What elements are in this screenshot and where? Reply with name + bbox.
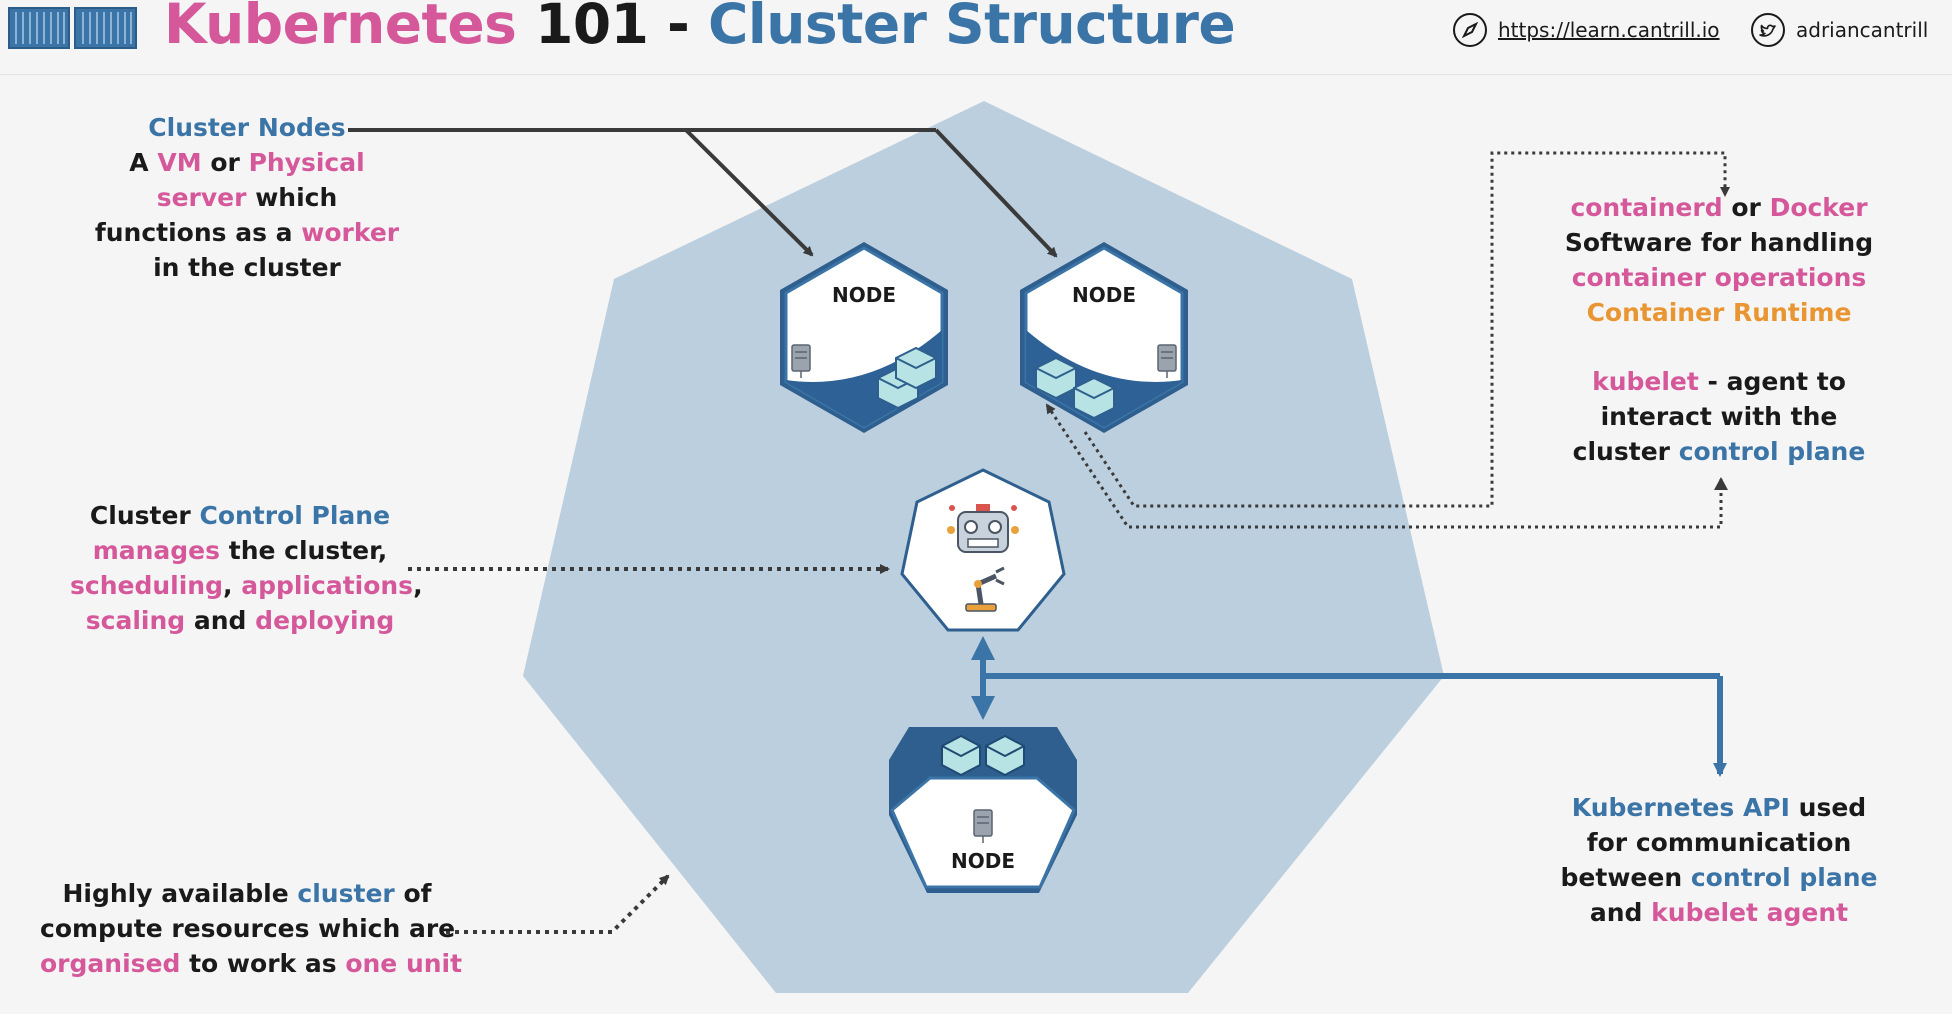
robotic-arm-icon <box>965 566 1005 612</box>
container-cubes-icon <box>877 346 937 410</box>
cp-text: and <box>193 606 247 635</box>
node-2-label: NODE <box>1072 283 1136 307</box>
cp-text: Cluster <box>89 501 191 530</box>
cp-text: , <box>222 571 233 600</box>
api-text: and <box>1589 898 1643 927</box>
kb-text: interact with the <box>1600 402 1838 431</box>
server-icon <box>973 809 993 843</box>
twitter-link[interactable]: adriancantrill <box>1750 12 1928 48</box>
api-text: control plane <box>1690 863 1878 892</box>
kb-text: - agent to <box>1707 367 1846 396</box>
cn-text: or <box>210 148 240 177</box>
cp-text: deploying <box>255 606 395 635</box>
node-1-label: NODE <box>832 283 896 307</box>
kb-text: cluster <box>1572 437 1670 466</box>
page-title: Kubernetes 101 - Cluster Structure <box>164 0 1236 56</box>
twitter-bird-icon <box>1751 13 1785 47</box>
kubelet-pointer <box>1045 403 1723 529</box>
cn-text: in the cluster <box>153 253 341 282</box>
worker-node-2: NODE <box>1020 242 1188 433</box>
container-cubes-icon <box>1035 356 1115 420</box>
cl-text: of <box>403 879 432 908</box>
robot-icon <box>947 504 1019 553</box>
cp-text: the cluster, <box>228 536 388 565</box>
kb-text: control plane <box>1678 437 1866 466</box>
node-3-label: NODE <box>951 849 1015 873</box>
cp-text: scaling <box>85 606 186 635</box>
title-kubernetes: Kubernetes <box>164 0 517 56</box>
api-text: for communication <box>1586 828 1852 857</box>
cp-text: scheduling <box>70 571 223 600</box>
api-text: kubelet agent <box>1651 898 1849 927</box>
server-icon <box>791 344 811 378</box>
cp-text: applications <box>241 571 414 600</box>
cn-text: Nodes <box>257 113 346 142</box>
container-runtime-annotation: containerd or Docker Software for handli… <box>1554 190 1884 330</box>
rt-text: containerd <box>1570 193 1723 222</box>
cn-text: worker <box>301 218 400 247</box>
twitter-handle[interactable]: adriancantrill <box>1796 18 1929 42</box>
cl-text: compute resources which are <box>40 914 456 943</box>
cluster-nodes-arrows <box>348 128 1058 258</box>
kubernetes-api-lines <box>980 655 1727 777</box>
control-plane-annotation: Cluster Control Plane manages the cluste… <box>70 498 423 638</box>
api-text: between <box>1560 863 1683 892</box>
control-plane-node <box>900 468 1066 632</box>
title-dash: - <box>667 0 690 56</box>
kubelet-annotation: kubelet - agent to interact with the clu… <box>1554 364 1884 469</box>
container-cubes-icon <box>941 734 1025 777</box>
kb-text: kubelet <box>1592 367 1699 396</box>
cluster-nodes-annotation: Cluster Nodes A VM or Physical server wh… <box>86 110 408 285</box>
cl-text: to work as <box>189 949 337 978</box>
cluster-annotation: Highly available cluster of compute reso… <box>40 876 462 981</box>
api-arrow-down <box>971 696 995 720</box>
worker-node-3: NODE <box>889 727 1077 893</box>
cn-text: Cluster <box>148 113 250 142</box>
rt-text: or <box>1731 193 1761 222</box>
cp-text: Control Plane <box>199 501 391 530</box>
rt-text: container operations <box>1571 263 1867 292</box>
cl-text: one unit <box>345 949 463 978</box>
worker-node-1: NODE <box>780 242 948 433</box>
website-url[interactable]: https://learn.cantrill.io <box>1498 18 1720 42</box>
server-icon <box>1157 344 1177 378</box>
cp-text: manages <box>92 536 221 565</box>
cn-text: VM <box>157 148 202 177</box>
shipping-container-logo-icon <box>8 7 137 49</box>
cluster-pointer <box>446 874 670 934</box>
cp-text: , <box>413 571 423 600</box>
cn-text: which <box>255 183 338 212</box>
api-text: used <box>1798 793 1867 822</box>
header-bar: Kubernetes 101 - Cluster Structure https… <box>0 0 1952 75</box>
compass-icon <box>1453 13 1487 47</box>
cl-text: cluster <box>297 879 395 908</box>
runtime-pointer <box>1083 151 1730 508</box>
website-link[interactable]: https://learn.cantrill.io <box>1452 12 1720 48</box>
rt-text: Software for handling <box>1564 228 1874 257</box>
cn-text: A <box>129 148 149 177</box>
rt-text: Docker <box>1769 193 1868 222</box>
api-text: Kubernetes API <box>1571 793 1790 822</box>
title-101: 101 <box>535 0 649 56</box>
title-cluster-structure: Cluster Structure <box>708 0 1236 56</box>
cn-text: functions as a <box>94 218 293 247</box>
cn-text: Physical <box>248 148 365 177</box>
cn-text: server <box>156 183 247 212</box>
kubernetes-api-annotation: Kubernetes API used for communication be… <box>1554 790 1884 930</box>
cl-text: organised <box>40 949 181 978</box>
kubelet-arrowhead <box>1714 477 1728 490</box>
api-arrow-up <box>971 636 995 660</box>
cl-text: Highly available <box>62 879 289 908</box>
rt-text: Container Runtime <box>1586 298 1852 327</box>
